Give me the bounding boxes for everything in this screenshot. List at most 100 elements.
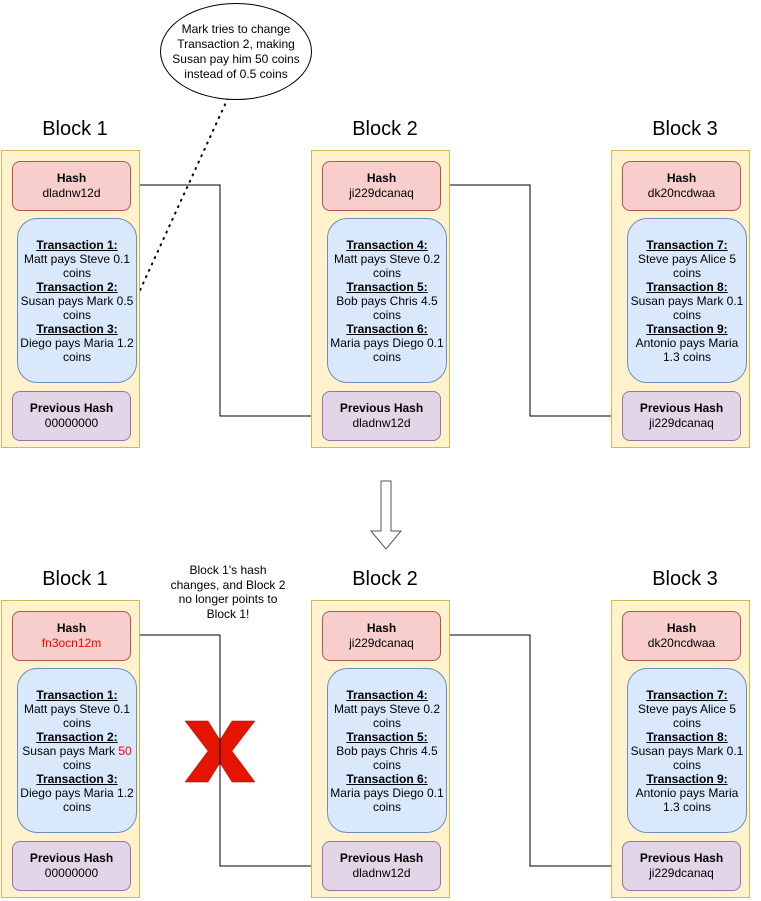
transactions-box: Transaction 1: Matt pays Steve 0.1 coins… xyxy=(17,218,137,383)
transaction-text: 1.3 coins xyxy=(662,799,712,814)
tampered-hash-value: fn3ocn12m xyxy=(41,636,102,650)
block-3-after: Hash dk20ncdwaa Transaction 7: Steve pay… xyxy=(611,600,750,898)
link-block2-to-block3-bottom xyxy=(450,634,619,870)
transaction-text: Susan pays Mark 0.1 xyxy=(630,743,744,758)
block-1-before: Hash dladnw12d Transaction 1: Matt pays … xyxy=(1,150,140,448)
transaction-text: Susan pays Mark 0.1 xyxy=(630,293,744,308)
hash-box: Hash dk20ncdwaa xyxy=(622,611,741,661)
transaction-text: Antonio pays Maria xyxy=(635,335,739,350)
transaction-text: Susan pays Mark 50 xyxy=(22,744,131,758)
transaction-text: coins xyxy=(372,757,401,772)
transaction-label: Transaction 9: xyxy=(646,321,728,336)
transaction-text: coins xyxy=(372,307,401,322)
transactions-box: Transaction 1: Matt pays Steve 0.1 coins… xyxy=(17,668,137,833)
block-title: Block 1 xyxy=(42,118,108,140)
hash-box: Hash dladnw12d xyxy=(12,161,131,211)
transaction-label: Transaction 9: xyxy=(646,771,728,786)
block-title: Block 3 xyxy=(652,568,718,590)
previous-hash-value: ji229dcanaq xyxy=(649,416,714,430)
transaction-text: coins xyxy=(672,715,701,730)
transaction-label: Transaction 3: xyxy=(36,321,118,336)
transaction-text: Bob pays Chris 4.5 xyxy=(336,743,438,758)
transactions-box: Transaction 7: Steve pays Alice 5 coins … xyxy=(627,668,747,833)
transaction-label: Transaction 6: xyxy=(346,321,428,336)
previous-hash-label: Previous Hash xyxy=(29,401,114,415)
transaction-label: Transaction 5: xyxy=(346,279,428,294)
link-block1-to-block2-top xyxy=(140,184,319,420)
transaction-label: Transaction 8: xyxy=(646,729,728,744)
transaction-label: Transaction 4: xyxy=(346,687,428,702)
transaction-label: Transaction 5: xyxy=(346,729,428,744)
callout-pointer xyxy=(135,97,229,300)
hash-label: Hash xyxy=(366,171,397,185)
note-line: no longer points to xyxy=(178,592,278,606)
transaction-text: Matt pays Steve 0.1 xyxy=(23,251,131,266)
transaction-text: Maria pays Diego 0.1 xyxy=(330,335,444,350)
transaction-text: coins xyxy=(62,715,91,730)
transaction-label: Transaction 4: xyxy=(346,237,428,252)
previous-hash-label: Previous Hash xyxy=(639,851,724,865)
callout-line: instead of 0.5 coins xyxy=(184,66,288,81)
transaction-text: Antonio pays Maria xyxy=(635,785,739,800)
previous-hash-label: Previous Hash xyxy=(29,851,114,865)
hash-box: Hash dk20ncdwaa xyxy=(622,161,741,211)
transaction-text-prefix: Susan pays Mark xyxy=(22,743,119,758)
hash-label: Hash xyxy=(666,171,697,185)
transaction-text: coins xyxy=(672,757,701,772)
callout-bubble: Mark tries to change Transaction 2, maki… xyxy=(160,3,312,100)
transaction-label: Transaction 2: xyxy=(36,279,118,294)
transaction-text: coins xyxy=(372,349,401,364)
hash-value: ji229dcanaq xyxy=(349,636,414,650)
block-title: Block 1 xyxy=(42,568,108,590)
transaction-text: Bob pays Chris 4.5 xyxy=(336,293,438,308)
transactions-box: Transaction 4: Matt pays Steve 0.2 coins… xyxy=(327,668,447,833)
previous-hash-box: Previous Hash dladnw12d xyxy=(322,841,441,891)
down-arrow-icon xyxy=(369,480,403,550)
hash-box: Hash ji229dcanaq xyxy=(322,611,441,661)
hash-value: dk20ncdwaa xyxy=(647,636,716,650)
transaction-text: coins xyxy=(62,265,91,280)
hash-value: ji229dcanaq xyxy=(349,186,414,200)
transactions-box: Transaction 4: Matt pays Steve 0.2 coins… xyxy=(327,218,447,383)
note-line: Block 1's hash xyxy=(189,563,267,577)
block-2-after: Hash ji229dcanaq Transaction 4: Matt pay… xyxy=(311,600,450,898)
transaction-text: coins xyxy=(372,715,401,730)
block-title: Block 2 xyxy=(352,568,418,590)
hash-label: Hash xyxy=(666,621,697,635)
transaction-text: coins xyxy=(672,307,701,322)
transaction-text: Susan pays Mark 0.5 xyxy=(20,293,134,308)
previous-hash-value: 00000000 xyxy=(44,416,99,430)
callout-line: Mark tries to change xyxy=(181,21,291,36)
transaction-label: Transaction 1: xyxy=(36,237,118,252)
hash-label: Hash xyxy=(56,171,87,185)
transaction-text: coins xyxy=(62,349,91,364)
transaction-text: coins xyxy=(372,265,401,280)
transaction-label: Transaction 1: xyxy=(36,687,118,702)
transaction-text: coins xyxy=(672,265,701,280)
callout-line: Susan pay him 50 coins xyxy=(172,51,300,66)
transaction-label: Transaction 6: xyxy=(346,771,428,786)
broken-link-note: Block 1's hash changes, and Block 2 no l… xyxy=(158,563,298,621)
hash-value: dladnw12d xyxy=(42,186,101,200)
previous-hash-label: Previous Hash xyxy=(339,401,424,415)
previous-hash-label: Previous Hash xyxy=(339,851,424,865)
transaction-label: Transaction 3: xyxy=(36,771,118,786)
previous-hash-box: Previous Hash dladnw12d xyxy=(322,391,441,441)
block-title: Block 3 xyxy=(652,118,718,140)
hash-value: dk20ncdwaa xyxy=(647,186,716,200)
transaction-text: coins xyxy=(62,307,91,322)
previous-hash-box: Previous Hash 00000000 xyxy=(12,391,131,441)
block-3-before: Hash dk20ncdwaa Transaction 7: Steve pay… xyxy=(611,150,750,448)
transaction-label: Transaction 8: xyxy=(646,279,728,294)
transaction-text: Steve pays Alice 5 xyxy=(637,701,737,716)
transaction-text: coins xyxy=(372,799,401,814)
tampered-amount: 50 xyxy=(118,743,132,758)
note-line: Block 1! xyxy=(206,606,250,621)
previous-hash-value: 00000000 xyxy=(44,866,99,880)
previous-hash-box: Previous Hash ji229dcanaq xyxy=(622,391,741,441)
previous-hash-value: dladnw12d xyxy=(352,416,411,430)
transaction-text: Diego pays Maria 1.2 xyxy=(20,785,134,800)
previous-hash-box: Previous Hash ji229dcanaq xyxy=(622,841,741,891)
transaction-text: Matt pays Steve 0.2 xyxy=(333,251,441,266)
